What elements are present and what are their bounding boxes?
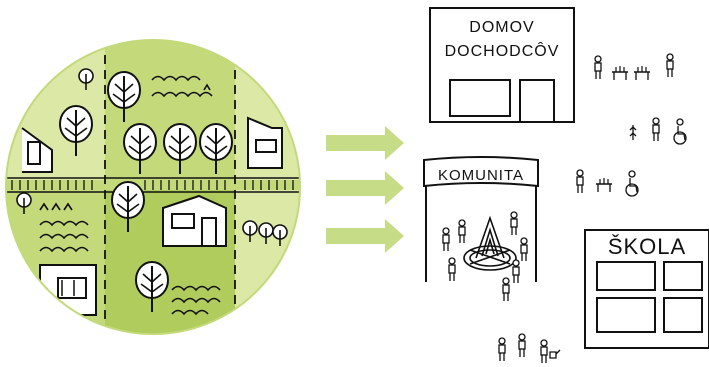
garden-house-icon — [162, 194, 227, 247]
person-icon — [442, 227, 450, 252]
crop-row-icon — [39, 75, 221, 316]
person-icon — [576, 169, 584, 194]
retirement-home-building: DOMOV DOCHODCÔV — [429, 7, 575, 123]
person-icon — [652, 117, 660, 142]
person-icon — [520, 237, 528, 262]
person-icon — [594, 55, 602, 80]
person-icon — [518, 333, 526, 358]
person-icon — [502, 277, 510, 302]
person-icon — [498, 337, 506, 362]
planter-icon — [633, 65, 651, 81]
person-icon — [510, 211, 518, 236]
school-label: ŠKOLA — [608, 234, 686, 259]
wheelchair-icon — [673, 118, 687, 145]
watering-can-icon — [549, 349, 561, 359]
school-building: ŠKOLA — [584, 229, 709, 349]
garden-plan-circle — [6, 40, 300, 334]
person-icon — [512, 259, 520, 284]
person-icon — [448, 257, 456, 282]
garden-house-icon — [247, 116, 283, 169]
person-icon — [458, 219, 466, 244]
community-banner-label: KOMUNITA — [438, 167, 524, 184]
garden-house-icon — [21, 127, 53, 173]
planter-icon — [611, 65, 629, 81]
arrow-icon — [326, 219, 404, 253]
wheelchair-icon — [625, 170, 639, 197]
plant-icon — [629, 125, 637, 140]
arrow-icon — [326, 171, 404, 205]
campfire-icon — [463, 215, 517, 271]
retirement-home-label-line1: DOMOV — [469, 19, 534, 36]
planter-icon — [595, 177, 613, 193]
retirement-home-label-line2: DOCHODCÔV — [445, 41, 560, 60]
person-icon — [666, 53, 674, 78]
community-banner: KOMUNITA — [423, 156, 539, 282]
person-icon — [540, 339, 548, 364]
arrow-icon — [326, 126, 404, 160]
